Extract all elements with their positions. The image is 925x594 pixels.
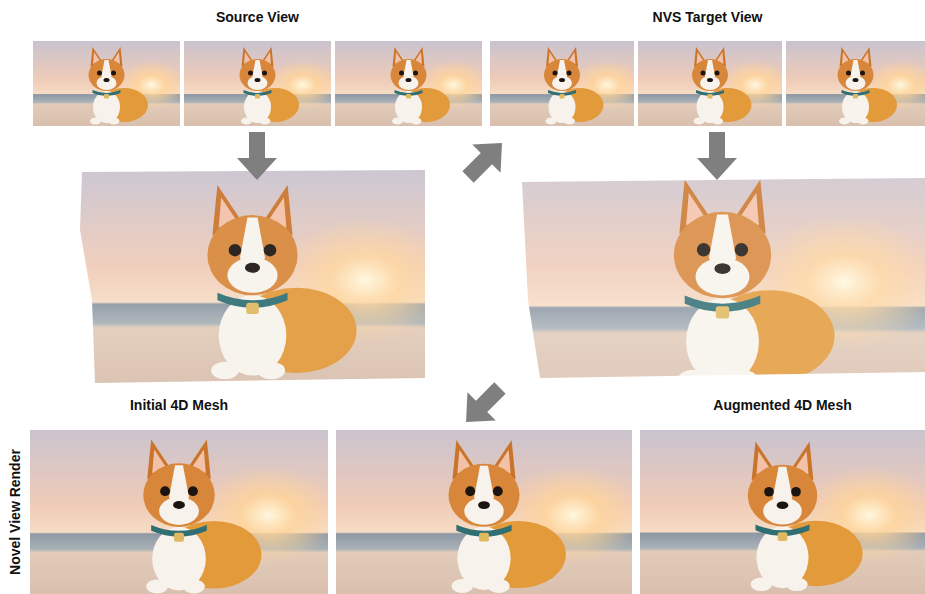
panel-heading: Source View [33,8,482,26]
row-label: Novel View Render [6,449,24,575]
image-panel: Augmented 4D Mesh [640,396,925,594]
panel-heading: Initial 4D Mesh [30,396,328,414]
panel-heading: Augmented 4D Mesh [640,396,925,414]
panel-heading: NVS Target View [490,8,925,26]
image-panel: Source View [33,8,482,126]
image-panel: NVS Target View [490,8,925,126]
image-panel: Initial 4D Mesh [30,396,328,594]
